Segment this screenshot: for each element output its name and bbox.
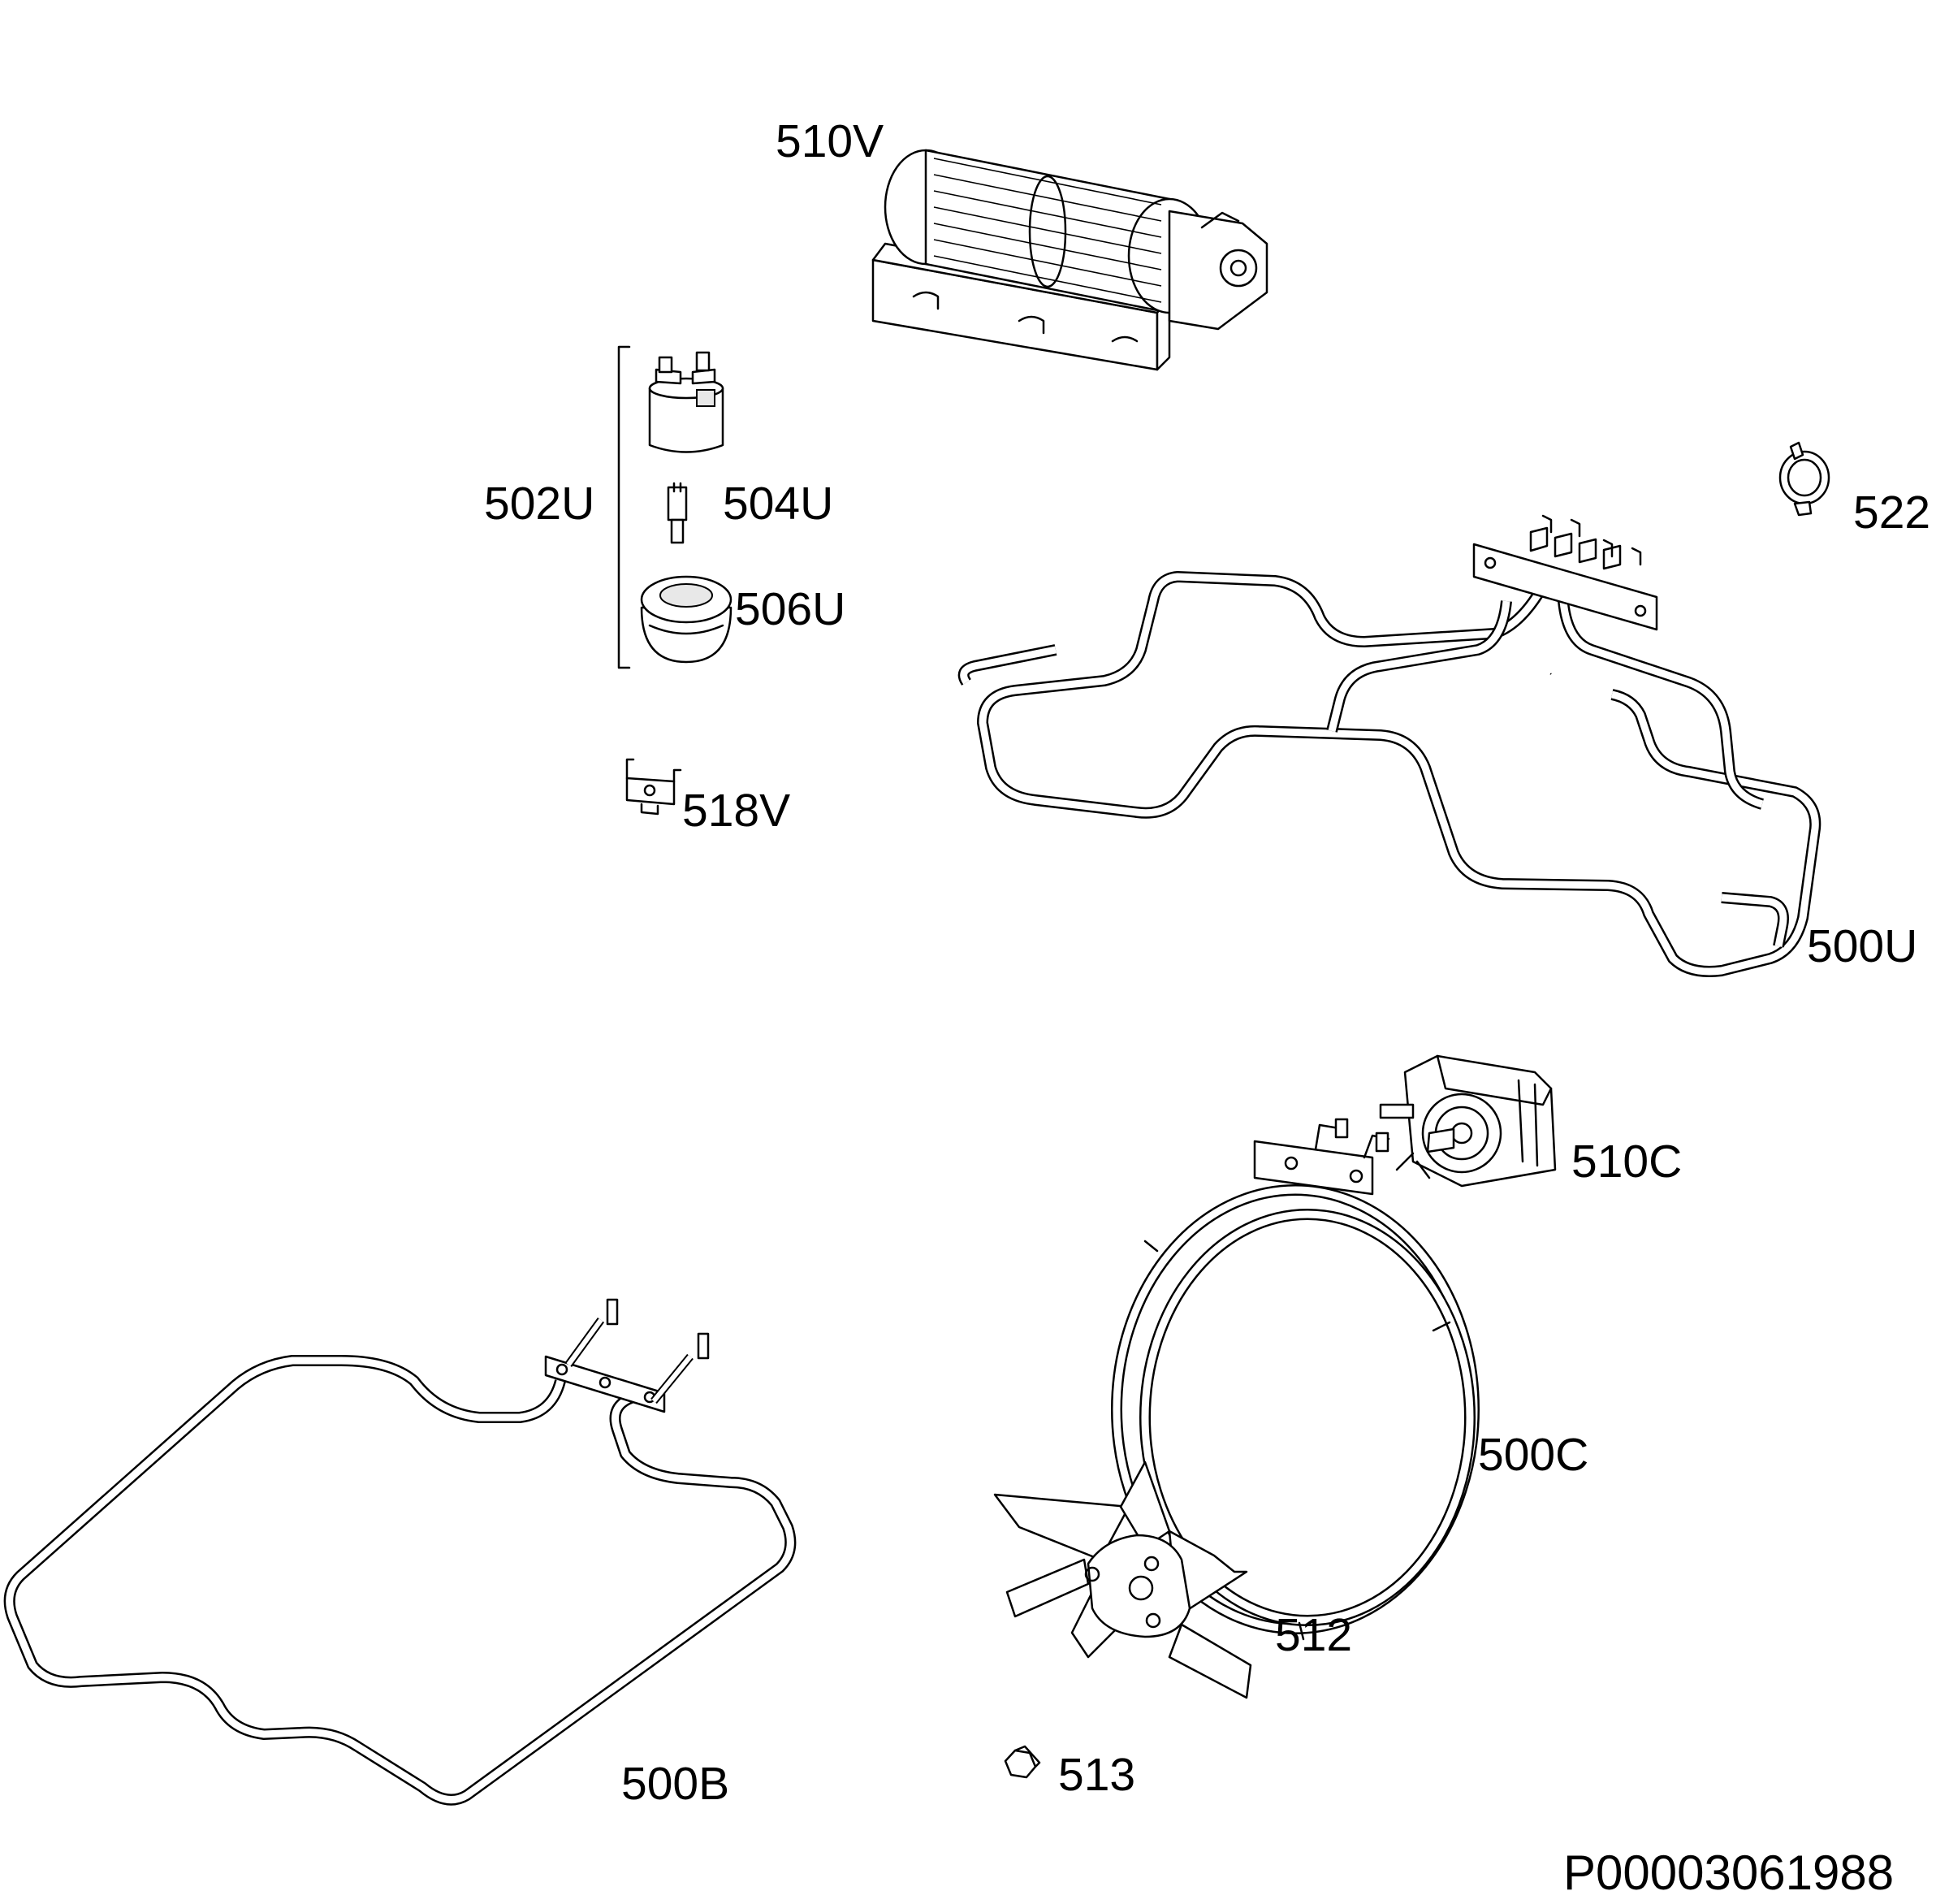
part-518V-clip [625,758,682,816]
part-500C-circular-element [1111,1118,1480,1641]
part-506U-lamp-cover [640,575,732,664]
part-513-nut [1004,1745,1041,1779]
label-500C: 500C [1478,1429,1589,1481]
part-510V-tangential-fan [871,149,1268,371]
part-500U-grill-element [922,514,1866,1011]
part-502U-lamp-holder [648,351,724,453]
part-522-clamp-ring [1778,441,1830,517]
label-506U: 506U [735,583,846,635]
part-504U-lamp-bulb [667,482,688,544]
label-500B: 500B [621,1758,730,1810]
label-518V: 518V [682,785,791,837]
label-510V: 510V [776,115,884,167]
group-bracket-502U [617,345,631,669]
label-504U: 504U [723,478,834,530]
label-502U: 502U [484,478,595,530]
part-510C-fan-motor [1379,1054,1557,1188]
label-500U: 500U [1807,920,1918,972]
part-500B-bottom-element [3,1298,797,1806]
label-513: 513 [1058,1749,1136,1801]
document-id: P00003061988 [1563,1846,1895,1900]
label-510C: 510C [1571,1136,1683,1188]
label-522: 522 [1853,487,1931,539]
label-512: 512 [1275,1609,1353,1661]
part-512-fan-blade [993,1460,1252,1699]
